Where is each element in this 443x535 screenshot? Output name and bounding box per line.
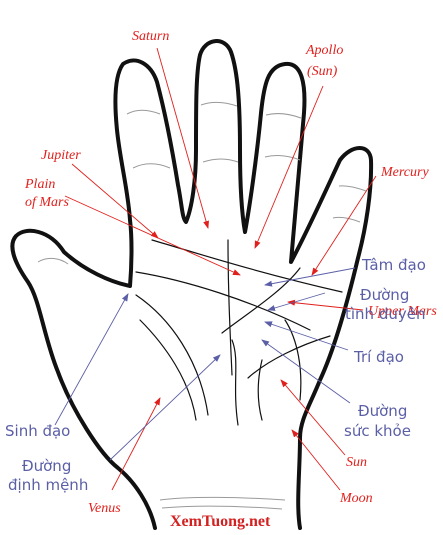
label-tinh-duyen: tình duyên: [345, 305, 425, 323]
label-dinh-menh: định mệnh: [8, 476, 88, 494]
sun-line: [221, 267, 301, 334]
label-upper-mars: Upper Mars: [368, 304, 437, 319]
label-venus: Venus: [88, 501, 121, 516]
label-mercury: Mercury: [380, 165, 429, 180]
label-sinh-dao: Sinh đạo: [5, 422, 70, 440]
label-of-mars: of Mars: [25, 195, 70, 210]
label-tam-dao: Tâm đạo: [361, 256, 426, 274]
label-jupiter: Jupiter: [41, 148, 81, 163]
watermark: XemTuong.net: [170, 513, 271, 530]
label-tri-dao: Trí đạo: [353, 348, 404, 366]
palm-lines: [135, 239, 343, 426]
health-line: [247, 335, 331, 379]
blue-pointers: [54, 267, 356, 461]
finger-creases: [37, 102, 367, 510]
label-plain: Plain: [24, 177, 55, 192]
label-duong-tinh: Đường: [360, 286, 409, 304]
label-apollo-sun: (Sun): [307, 64, 338, 79]
head-line: [135, 271, 311, 331]
label-saturn: Saturn: [132, 29, 169, 44]
label-suc-khoe: sức khỏe: [344, 422, 411, 440]
red-pointers: [64, 47, 377, 491]
label-apollo: Apollo: [305, 43, 343, 58]
heart-line: [151, 239, 343, 293]
fate-line: [227, 239, 233, 376]
label-sun: Sun: [346, 455, 367, 470]
label-moon: Moon: [339, 491, 373, 506]
label-duong-dinh: Đường: [22, 457, 71, 475]
life-line: [135, 294, 209, 416]
label-duong-suc: Đường: [358, 402, 407, 420]
hand-outline: [10, 39, 374, 530]
